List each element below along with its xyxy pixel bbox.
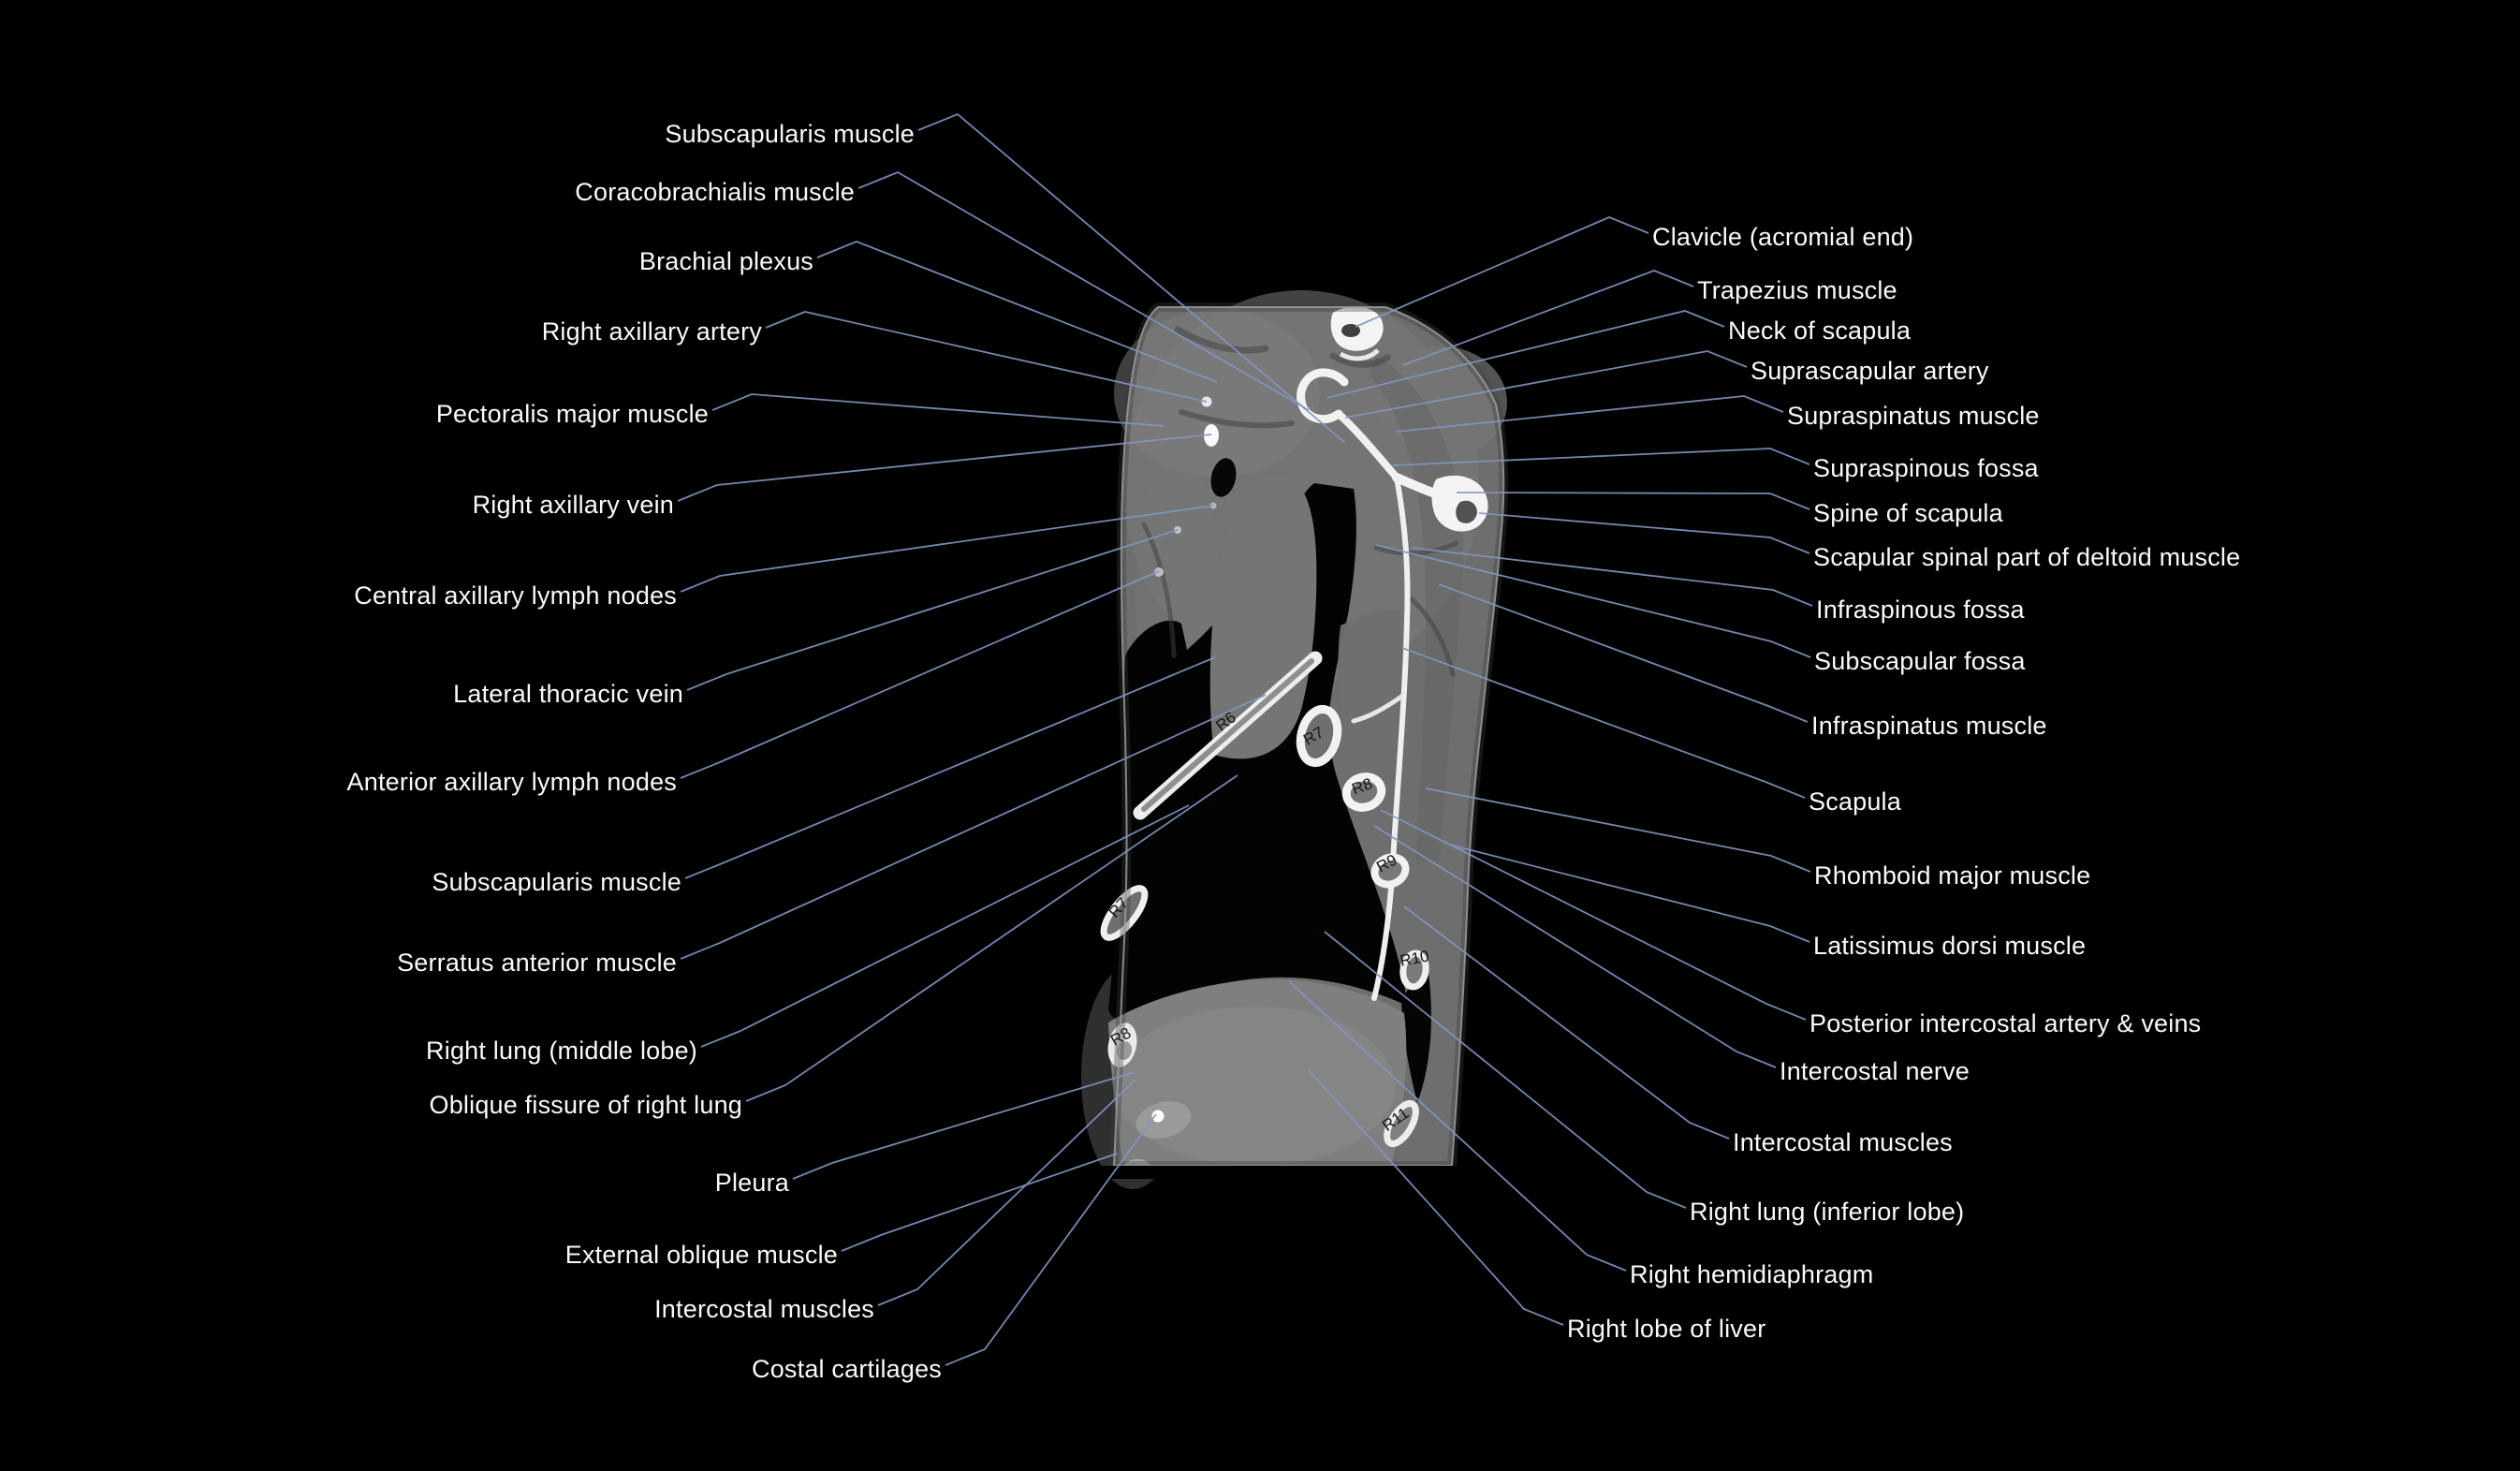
anatomy-label: Pectoralis major muscle xyxy=(435,399,709,428)
anatomy-label: Suprascapular artery xyxy=(1751,356,1989,385)
anatomy-label: Subscapularis muscle xyxy=(665,119,915,148)
anatomy-label: Subscapular fossa xyxy=(1814,646,2026,675)
anatomy-label: Neck of scapula xyxy=(1728,316,1912,345)
anatomy-label: Brachial plexus xyxy=(638,246,813,275)
anatomy-label: Serratus anterior muscle xyxy=(397,948,677,977)
anatomy-label: Intercostal muscles xyxy=(654,1294,874,1323)
anatomy-label: Right hemidiaphragm xyxy=(1630,1259,1874,1288)
anatomy-label: Subscapularis muscle xyxy=(432,867,681,896)
anatomy-label: Spine of scapula xyxy=(1813,498,2003,527)
anatomy-label: Rhomboid major muscle xyxy=(1814,861,2091,890)
anatomy-label: Right axillary vein xyxy=(472,490,674,519)
anatomy-label: Latissimus dorsi muscle xyxy=(1813,931,2087,960)
anatomy-label: Scapular spinal part of deltoid muscle xyxy=(1813,542,2241,571)
anatomy-label: Right lung (middle lobe) xyxy=(426,1036,697,1065)
anatomy-label: Intercostal muscles xyxy=(1733,1127,1953,1156)
anatomy-label: Posterior intercostal artery & veins xyxy=(1809,1008,2202,1037)
anatomy-label: Right lung (inferior lobe) xyxy=(1690,1197,1965,1226)
anatomy-label: External oblique muscle xyxy=(564,1240,838,1269)
anatomy-label: Trapezius muscle xyxy=(1697,275,1897,304)
anatomy-label: Anterior axillary lymph nodes xyxy=(346,767,677,796)
anatomy-label: Supraspinous fossa xyxy=(1813,453,2039,482)
anatomy-label: Right lobe of liver xyxy=(1567,1314,1766,1343)
anatomy-label: Supraspinatus muscle xyxy=(1787,401,2040,430)
anatomy-label: Clavicle (acromial end) xyxy=(1652,222,1914,251)
anatomy-label: Intercostal nerve xyxy=(1780,1056,1970,1085)
anatomy-label: Costal cartilages xyxy=(752,1354,942,1383)
anatomy-label: Coracobrachialis muscle xyxy=(575,177,855,206)
anatomy-label: Pleura xyxy=(714,1168,789,1197)
anatomy-label: Right axillary artery xyxy=(541,316,762,346)
anatomy-label: Infraspinous fossa xyxy=(1816,595,2025,624)
anatomy-label: Central axillary lymph nodes xyxy=(354,581,677,610)
anatomy-label: Scapula xyxy=(1809,787,1901,816)
anatomy-label: Oblique fissure of right lung xyxy=(429,1090,742,1119)
anatomy-label: Lateral thoracic vein xyxy=(453,679,683,708)
anatomy-label: Infraspinatus muscle xyxy=(1811,711,2047,740)
